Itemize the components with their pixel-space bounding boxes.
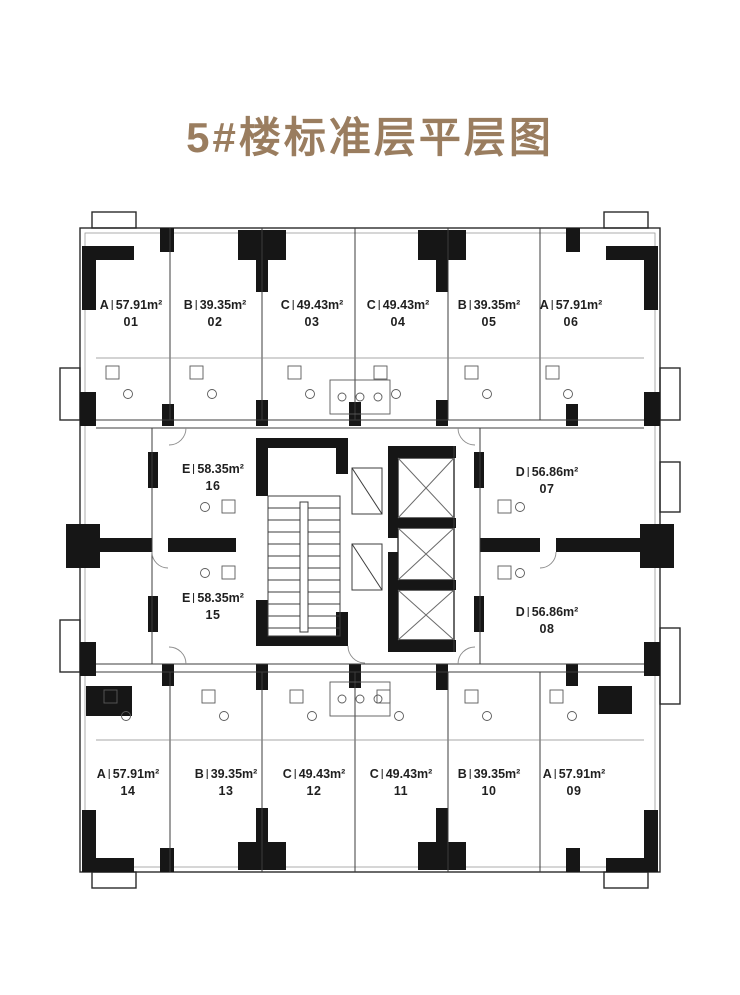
unit-letter: C bbox=[280, 298, 290, 312]
unit-number: 02 bbox=[207, 314, 223, 329]
unit-letter: E bbox=[182, 591, 191, 605]
unit-letter: D bbox=[515, 605, 525, 619]
unit-area: 58.35m² bbox=[197, 591, 244, 605]
unit-letter: A bbox=[96, 767, 106, 781]
unit-label-10: B 39.35m² 10 bbox=[458, 768, 521, 797]
unit-label-divider bbox=[554, 769, 556, 780]
unit-label-divider bbox=[527, 607, 529, 618]
unit-label-15: E 58.35m² 15 bbox=[182, 592, 244, 621]
unit-letter: B bbox=[457, 298, 467, 312]
unit-number: 10 bbox=[481, 783, 497, 798]
unit-number: 07 bbox=[539, 481, 555, 496]
unit-label-divider bbox=[108, 769, 110, 780]
unit-label-14: A 57.91m² 14 bbox=[97, 768, 160, 797]
unit-area: 39.35m² bbox=[473, 767, 521, 781]
unit-label-04: C 49.43m² 04 bbox=[367, 299, 430, 328]
unit-label-divider bbox=[469, 300, 471, 311]
elevator-icon bbox=[397, 457, 455, 519]
unit-label-divider bbox=[193, 593, 195, 604]
unit-area: 57.91m² bbox=[555, 298, 603, 312]
unit-number: 14 bbox=[120, 783, 136, 798]
elevator-icon bbox=[397, 527, 455, 581]
unit-label-02: B 39.35m² 02 bbox=[184, 299, 247, 328]
unit-area: 39.35m² bbox=[199, 298, 247, 312]
unit-letter: C bbox=[366, 298, 376, 312]
unit-area: 57.91m² bbox=[558, 767, 606, 781]
unit-letter: A bbox=[99, 298, 109, 312]
unit-number: 05 bbox=[481, 314, 497, 329]
unit-area: 39.35m² bbox=[473, 298, 521, 312]
unit-label-12: C 49.43m² 12 bbox=[283, 768, 346, 797]
elevator-icon bbox=[397, 589, 455, 641]
unit-area: 39.35m² bbox=[210, 767, 258, 781]
unit-label-03: C 49.43m² 03 bbox=[281, 299, 344, 328]
unit-label-07: D 56.86m² 07 bbox=[516, 466, 579, 495]
unit-area: 49.43m² bbox=[298, 767, 346, 781]
unit-label-divider bbox=[294, 769, 296, 780]
unit-label-divider bbox=[469, 769, 471, 780]
unit-label-divider bbox=[551, 300, 553, 311]
unit-number: 16 bbox=[205, 478, 221, 493]
unit-label-divider bbox=[193, 464, 195, 475]
unit-label-13: B 39.35m² 13 bbox=[195, 768, 258, 797]
unit-number: 03 bbox=[304, 314, 320, 329]
unit-area: 49.43m² bbox=[382, 298, 430, 312]
unit-letter: C bbox=[282, 767, 292, 781]
unit-number: 13 bbox=[218, 783, 234, 798]
unit-letter: C bbox=[369, 767, 379, 781]
door-arcs bbox=[151, 427, 557, 665]
unit-area: 56.86m² bbox=[531, 465, 579, 479]
unit-label-09: A 57.91m² 09 bbox=[543, 768, 606, 797]
stairs-icon bbox=[267, 495, 341, 637]
unit-letter: D bbox=[515, 465, 525, 479]
unit-label-01: A 57.91m² 01 bbox=[100, 299, 163, 328]
unit-label-divider bbox=[378, 300, 380, 311]
unit-area: 49.43m² bbox=[385, 767, 433, 781]
unit-label-05: B 39.35m² 05 bbox=[458, 299, 521, 328]
unit-label-06: A 57.91m² 06 bbox=[540, 299, 603, 328]
unit-letter: B bbox=[183, 298, 193, 312]
unit-number: 09 bbox=[566, 783, 582, 798]
unit-label-16: E 58.35m² 16 bbox=[182, 463, 244, 492]
unit-label-divider bbox=[292, 300, 294, 311]
unit-letter: A bbox=[542, 767, 552, 781]
unit-area: 58.35m² bbox=[197, 462, 244, 476]
fixtures bbox=[103, 365, 577, 721]
unit-area: 57.91m² bbox=[115, 298, 163, 312]
unit-label-08: D 56.86m² 08 bbox=[516, 606, 579, 635]
unit-label-divider bbox=[111, 300, 113, 311]
unit-number: 08 bbox=[539, 621, 555, 636]
unit-area: 49.43m² bbox=[296, 298, 344, 312]
unit-number: 15 bbox=[205, 607, 221, 622]
unit-number: 06 bbox=[563, 314, 579, 329]
page-title: 5#楼标准层平层图 bbox=[186, 114, 554, 161]
unit-letter: A bbox=[539, 298, 549, 312]
elevator-bank bbox=[397, 457, 455, 641]
unit-label-divider bbox=[381, 769, 383, 780]
unit-label-divider bbox=[527, 467, 529, 478]
unit-label-divider bbox=[206, 769, 208, 780]
unit-letter: B bbox=[194, 767, 204, 781]
unit-letter: B bbox=[457, 767, 467, 781]
unit-label-divider bbox=[195, 300, 197, 311]
unit-number: 11 bbox=[393, 783, 409, 798]
unit-number: 01 bbox=[123, 314, 139, 329]
unit-letter: E bbox=[182, 462, 191, 476]
unit-area: 56.86m² bbox=[531, 605, 579, 619]
unit-number: 04 bbox=[390, 314, 406, 329]
unit-label-11: C 49.43m² 11 bbox=[370, 768, 433, 797]
unit-number: 12 bbox=[306, 783, 322, 798]
partition-lines bbox=[96, 228, 644, 872]
unit-area: 57.91m² bbox=[112, 767, 160, 781]
